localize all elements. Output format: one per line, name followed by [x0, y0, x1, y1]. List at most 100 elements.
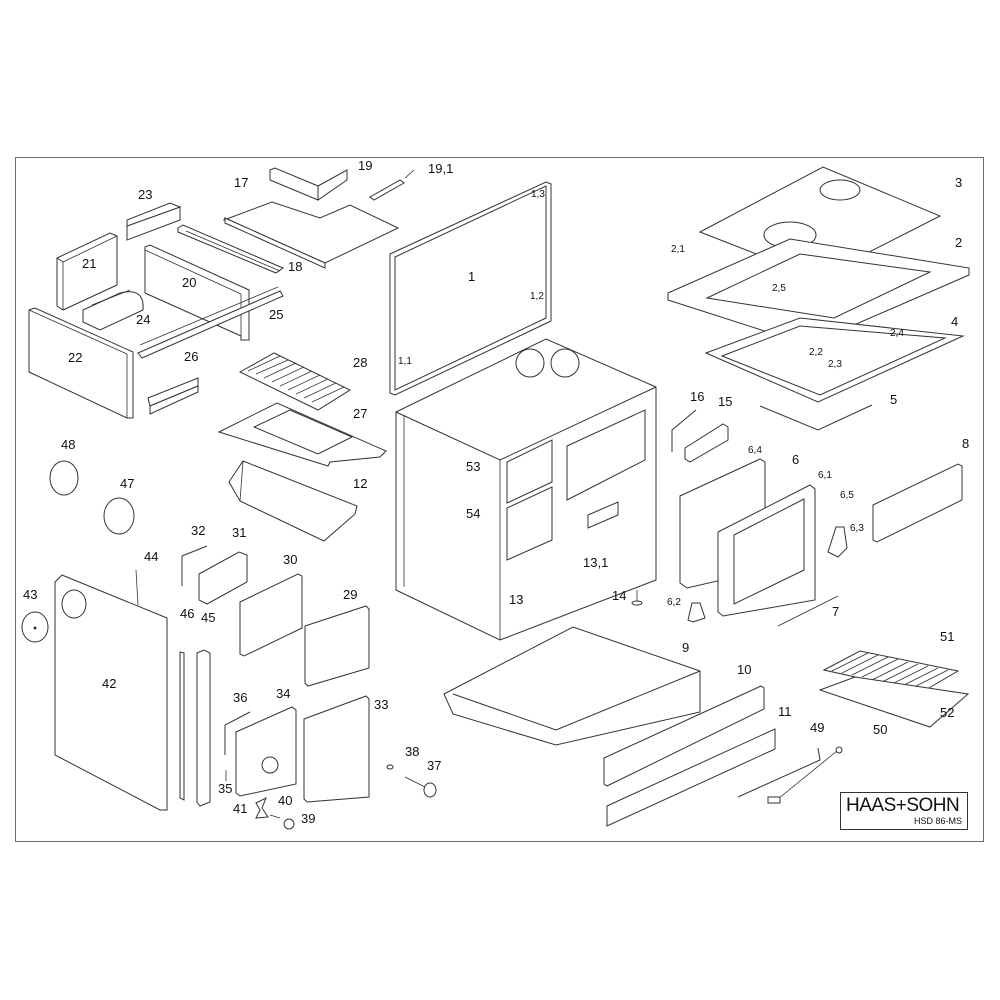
part-32-seal — [181, 545, 208, 586]
part-label: 1 — [468, 269, 476, 284]
part-label: 38 — [405, 744, 420, 759]
part-47-collar — [103, 497, 135, 535]
part-16-seal — [671, 409, 697, 452]
part-label: 48 — [61, 437, 76, 452]
part-40-screw — [269, 814, 281, 819]
part-46-strip — [179, 651, 185, 801]
part-label: 39 — [301, 811, 316, 826]
part-label: 19 — [358, 158, 373, 173]
part-18-rail — [177, 224, 285, 274]
part-label: 30 — [283, 552, 298, 567]
part-label: 2,2 — [809, 347, 823, 358]
part-45-strip — [196, 649, 211, 807]
part-label: 6,1 — [818, 470, 832, 481]
part-label: 29 — [343, 587, 358, 602]
part-label: 42 — [102, 676, 117, 691]
part-label: 10 — [737, 662, 752, 677]
part-23-brick — [126, 202, 182, 241]
part-label: 35 — [218, 781, 233, 796]
part-5-gasket — [759, 404, 873, 431]
part-label: 3 — [955, 175, 963, 190]
part-label: 50 — [873, 722, 888, 737]
part-36-seal — [224, 711, 251, 755]
part-24-brick — [82, 289, 144, 331]
part-52-tray — [818, 676, 970, 728]
diagram-frame — [15, 157, 984, 842]
part-label: 22 — [68, 350, 83, 365]
part-label: 52 — [940, 705, 955, 720]
brand-name: HAAS+SOHN — [846, 795, 960, 816]
part-label: 34 — [276, 686, 291, 701]
part-label: 53 — [466, 459, 481, 474]
part-30-plate — [239, 573, 303, 657]
part-6-door — [717, 484, 816, 617]
part-label: 47 — [120, 476, 135, 491]
part-label: 2,1 — [671, 244, 685, 255]
part-label: 27 — [353, 406, 368, 421]
part-2-frame — [667, 238, 970, 346]
part-label: 20 — [182, 275, 197, 290]
model-number: HSD 86-MS — [913, 816, 962, 826]
part-25-rail — [137, 286, 284, 359]
part-label: 31 — [232, 525, 247, 540]
part-label: 6,3 — [850, 523, 864, 534]
part-label: 6,5 — [840, 490, 854, 501]
part-label: 54 — [466, 506, 481, 521]
part-29-cover — [304, 605, 370, 687]
part-12-ash-pan — [228, 460, 358, 542]
part-label: 1,1 — [398, 356, 412, 367]
part-label: 2,4 — [890, 328, 904, 339]
part-label: 16 — [690, 389, 705, 404]
title-block: HAAS+SOHN HSD 86-MS — [840, 792, 968, 830]
part-label: 44 — [144, 549, 159, 564]
part-44-strip — [135, 569, 139, 606]
part-label: 5 — [890, 392, 898, 407]
part-label: 15 — [718, 394, 733, 409]
part-label: 32 — [191, 523, 206, 538]
part-label: 9 — [682, 640, 690, 655]
part-label: 21 — [82, 256, 97, 271]
part-label: 2 — [955, 235, 963, 250]
part-27-plate — [217, 402, 387, 467]
part-label: 11 — [778, 704, 792, 719]
part-10-drawer-front — [603, 685, 765, 787]
part-14-foot — [631, 590, 643, 606]
part-label: 36 — [233, 690, 248, 705]
part-15-cover — [684, 423, 729, 463]
part-26-rail — [147, 377, 199, 415]
part-label: 33 — [374, 697, 389, 712]
part-label: 6 — [792, 452, 800, 467]
part-label: 37 — [427, 758, 442, 773]
part-20-brick — [144, 244, 250, 341]
part-33-cover — [303, 695, 370, 803]
part-39-knob — [283, 818, 295, 830]
part-7-rod — [777, 595, 839, 627]
part-label: 7 — [832, 604, 840, 619]
part-label: 1,2 — [530, 291, 544, 302]
part-label: 41 — [233, 801, 248, 816]
part-label: 4 — [951, 314, 959, 329]
part-11-panel — [606, 728, 776, 827]
part-label: 18 — [288, 259, 303, 274]
part-label: 6,4 — [748, 445, 762, 456]
part-label: 26 — [184, 349, 199, 364]
part-41-handle — [255, 796, 269, 819]
part-label: 24 — [136, 312, 151, 327]
part-50-tool — [767, 746, 843, 804]
part-34-frame — [235, 706, 297, 797]
part-17-plate — [222, 201, 400, 269]
part-label: 45 — [201, 610, 216, 625]
part-43-cover — [21, 611, 49, 643]
part-label: 51 — [940, 629, 955, 644]
part-label: 17 — [234, 175, 249, 190]
part-label: 43 — [23, 587, 38, 602]
part-label: 8 — [962, 436, 970, 451]
part-label: 46 — [180, 606, 195, 621]
part-49-poker — [737, 747, 821, 798]
part-label: 14 — [612, 588, 627, 603]
part-label: 40 — [278, 793, 293, 808]
part-label: 23 — [138, 187, 153, 202]
part-1-panel — [389, 181, 552, 396]
part-42-side-panel — [54, 574, 168, 811]
